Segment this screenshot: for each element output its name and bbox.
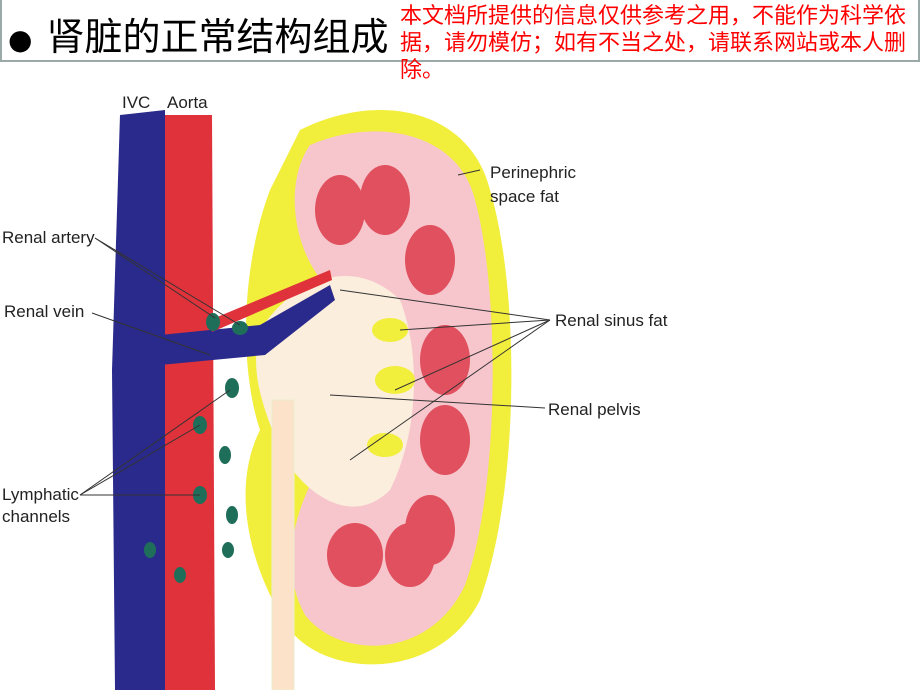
label-lymphatic: Lymphatic	[2, 485, 79, 504]
label-renal-pelvis: Renal pelvis	[548, 400, 641, 419]
sinus-fat-patches	[367, 318, 415, 457]
aorta	[165, 115, 215, 690]
disclaimer: 本文档所提供的信息仅供参考之用，不能作为科学依据，请勿模仿；如有不当之处，请联系…	[400, 4, 907, 83]
leader-lines	[79, 169, 551, 496]
label-aorta: Aorta	[167, 93, 208, 112]
lymph-nodes	[144, 313, 248, 583]
renal-pyramids	[315, 165, 470, 587]
ureter	[271, 399, 295, 690]
label-perinephric: Perinephric	[490, 163, 576, 182]
renal-artery	[210, 270, 332, 332]
label-renal-artery: Renal artery	[2, 228, 95, 247]
title-frame	[0, 0, 920, 62]
slide-title: ● 肾脏的正常结构组成	[8, 6, 388, 61]
label-renal-vein: Renal vein	[4, 302, 84, 321]
label-ivc: IVC	[122, 93, 150, 112]
title-text: 肾脏的正常结构组成	[46, 15, 389, 59]
bullet-icon: ●	[8, 23, 33, 56]
renal-vein	[160, 285, 335, 365]
label-channels: channels	[2, 507, 70, 526]
kidney-diagram: IVC Aorta Renal artery Renal vein Lympha…	[2, 93, 668, 690]
ivc	[112, 110, 165, 690]
label-space-fat: space fat	[490, 187, 559, 206]
label-renal-sinus-fat: Renal sinus fat	[555, 311, 668, 330]
